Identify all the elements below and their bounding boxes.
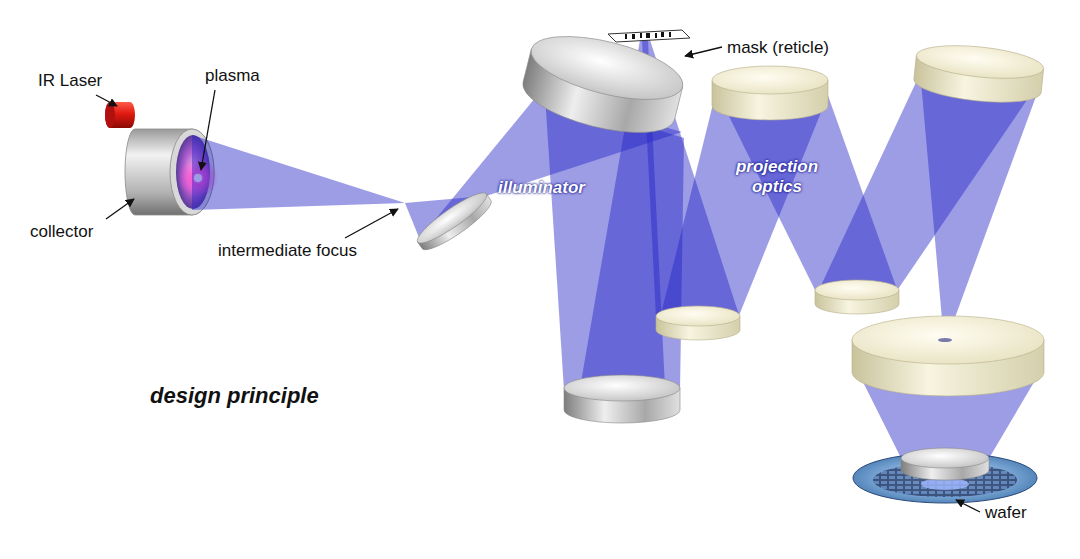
part-label: collector <box>30 222 93 242</box>
projection-mirror <box>815 280 899 300</box>
mask-reticle <box>646 33 650 38</box>
mask-reticle <box>661 32 664 37</box>
illuminator-mirror <box>412 187 491 250</box>
illuminator-mirror <box>564 375 680 423</box>
mask-reticle <box>632 34 635 39</box>
projection-mirror <box>852 316 1044 364</box>
projection-mirror <box>815 280 899 314</box>
leader-arrow <box>685 47 722 56</box>
mask-reticle <box>655 33 657 38</box>
leader-arrow <box>106 199 134 219</box>
part-label: intermediate focus <box>218 241 357 261</box>
mask-reticle <box>640 33 642 38</box>
diagram-title: design principle <box>150 383 319 409</box>
part-label: IR Laser <box>38 71 102 91</box>
projection-mirror <box>901 448 989 468</box>
projection-mirror <box>712 66 828 120</box>
projection-mirror <box>712 66 828 94</box>
part-label: plasma <box>205 66 260 86</box>
illuminator-mirror <box>517 24 689 145</box>
illuminator-mirror <box>412 187 496 256</box>
mask-reticle <box>669 32 671 37</box>
leader-arrow <box>345 209 398 238</box>
leader-arrow <box>201 90 215 170</box>
euv-beam <box>920 70 1042 342</box>
section-label: projection optics <box>722 157 832 198</box>
leader-arrow <box>96 47 980 512</box>
ir-laser-body <box>105 102 135 128</box>
projection-mirror <box>656 306 740 340</box>
projection-mirror <box>656 306 740 326</box>
ir-laser-body <box>105 102 115 128</box>
illuminator-mirror <box>564 375 680 401</box>
projection-mirror <box>912 40 1045 107</box>
part-label: mask (reticle) <box>727 38 829 58</box>
projection-mirror <box>852 316 1044 396</box>
projection-mirror <box>938 338 952 342</box>
leader-arrow <box>956 500 980 512</box>
mask-reticle <box>625 32 671 39</box>
euv-beam <box>192 135 405 210</box>
projection-mirror <box>901 448 989 480</box>
section-label: illuminator <box>498 178 585 198</box>
mask-reticle <box>608 30 690 42</box>
leader-arrow <box>96 95 117 106</box>
projection-mirror <box>915 40 1045 83</box>
mask-reticle <box>625 34 627 39</box>
ir-laser-body <box>105 102 135 128</box>
part-label: wafer <box>985 503 1027 523</box>
euv-beam <box>192 40 1042 460</box>
mask-reticle <box>608 30 690 42</box>
